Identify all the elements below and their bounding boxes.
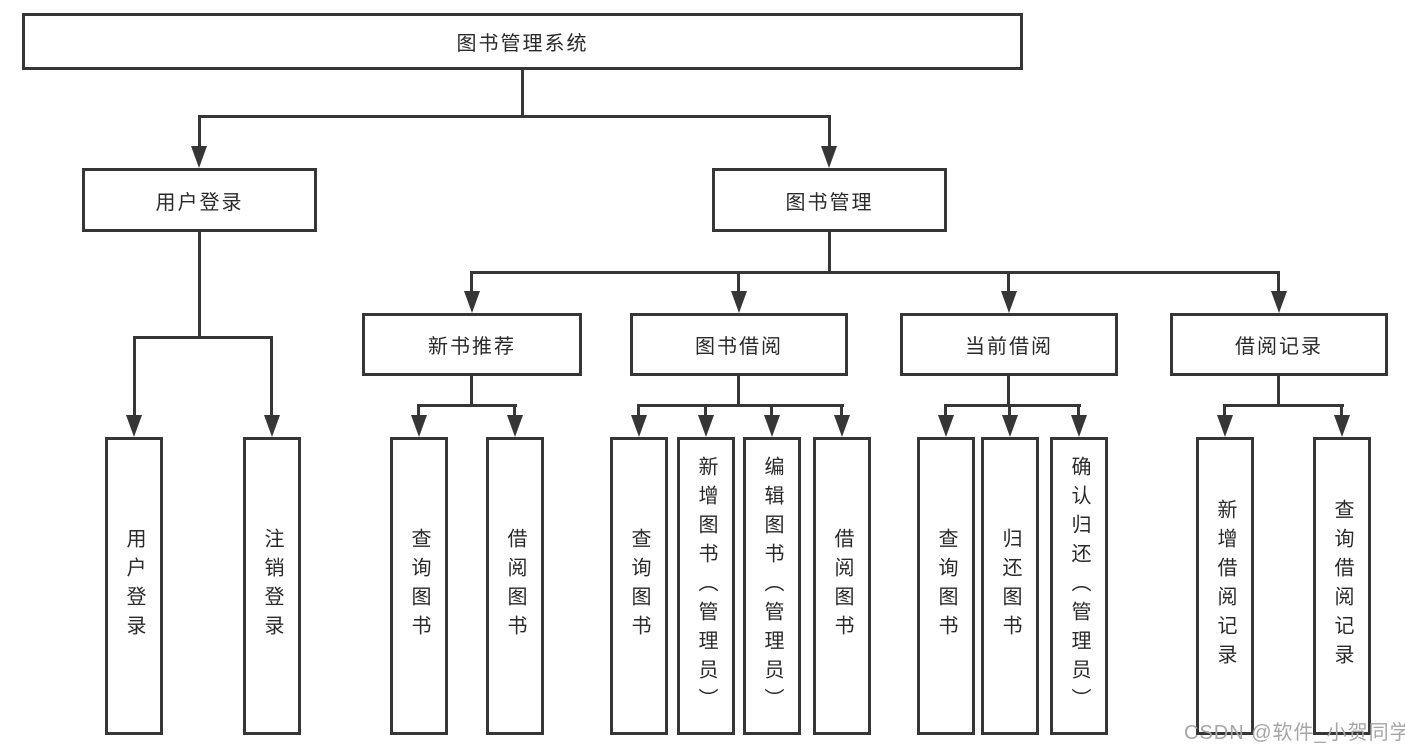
arrowhead-down-icon	[464, 291, 480, 313]
connector-line	[704, 404, 707, 417]
connector-line	[417, 404, 517, 407]
node-book-borrow: 图书借阅	[630, 313, 848, 376]
arrowhead-down-icon	[698, 415, 714, 437]
connector-line	[1077, 404, 1080, 417]
arrowhead-down-icon	[1001, 291, 1017, 313]
connector-line	[133, 336, 136, 417]
arrowhead-down-icon	[1334, 415, 1350, 437]
connector-line	[637, 404, 844, 407]
connector-line	[944, 404, 947, 417]
connector-line	[828, 232, 831, 274]
connector-line	[737, 271, 740, 293]
arrowhead-down-icon	[191, 146, 207, 168]
connector-line	[198, 232, 201, 339]
connector-line	[270, 336, 273, 417]
leaf-confirm-return-admin: 确认归还（管理员）	[1050, 437, 1108, 735]
leaf-borrow-books: 借阅图书	[813, 437, 871, 735]
arrowhead-down-icon	[834, 415, 850, 437]
node-book-management: 图书管理	[712, 168, 947, 232]
node-user-login: 用户登录	[82, 168, 317, 232]
connector-line	[521, 67, 524, 118]
arrowhead-down-icon	[764, 415, 780, 437]
connector-line	[944, 404, 1081, 407]
leaf-user-login: 用户登录	[105, 437, 163, 735]
leaf-query-books: 查询图书	[610, 437, 668, 735]
connector-line	[1223, 404, 1226, 417]
connector-line	[470, 271, 1280, 274]
connector-line	[637, 404, 640, 417]
connector-line	[737, 376, 740, 407]
connector-line	[1007, 376, 1010, 407]
node-new-book-recommend: 新书推荐	[362, 313, 582, 376]
arrowhead-down-icon	[938, 415, 954, 437]
connector-line	[470, 271, 473, 293]
leaf-logout: 注销登录	[243, 437, 301, 735]
csdn-watermark: CSDN @软件_小贺同学	[1184, 722, 1405, 744]
leaf-return-books: 归还图书	[981, 437, 1039, 735]
connector-line	[198, 115, 201, 148]
connector-line	[1007, 271, 1010, 293]
node-root-system: 图书管理系统	[22, 13, 1023, 70]
arrowhead-down-icon	[1217, 415, 1233, 437]
arrowhead-down-icon	[411, 415, 427, 437]
connector-line	[840, 404, 843, 417]
arrowhead-down-icon	[264, 415, 280, 437]
connector-line	[1340, 404, 1343, 417]
connector-line	[198, 115, 831, 118]
arrowhead-down-icon	[507, 415, 523, 437]
connector-line	[1008, 404, 1011, 417]
node-current-borrow: 当前借阅	[900, 313, 1118, 376]
leaf-add-borrow-record: 新增借阅记录	[1196, 437, 1254, 735]
arrowhead-down-icon	[631, 415, 647, 437]
arrowhead-down-icon	[1071, 415, 1087, 437]
node-borrow-records: 借阅记录	[1170, 313, 1388, 376]
connector-line	[133, 336, 273, 339]
connector-line	[417, 404, 420, 417]
leaf-add-books-admin: 新增图书（管理员）	[677, 437, 735, 735]
connector-line	[770, 404, 773, 417]
arrowhead-down-icon	[821, 146, 837, 168]
leaf-edit-books-admin: 编辑图书（管理员）	[743, 437, 801, 735]
connector-line	[1277, 376, 1280, 407]
connector-line	[513, 404, 516, 417]
leaf-query-borrow-record: 查询借阅记录	[1313, 437, 1371, 735]
arrowhead-down-icon	[126, 415, 142, 437]
connector-line	[1277, 271, 1280, 293]
leaf-query-books-current: 查询图书	[917, 437, 975, 735]
connector-line	[470, 376, 473, 407]
arrowhead-down-icon	[731, 291, 747, 313]
leaf-borrow-books-recommend: 借阅图书	[486, 437, 544, 735]
arrowhead-down-icon	[1002, 415, 1018, 437]
arrowhead-down-icon	[1271, 291, 1287, 313]
connector-line	[1223, 404, 1344, 407]
connector-line	[828, 115, 831, 148]
leaf-query-books-recommend: 查询图书	[390, 437, 448, 735]
